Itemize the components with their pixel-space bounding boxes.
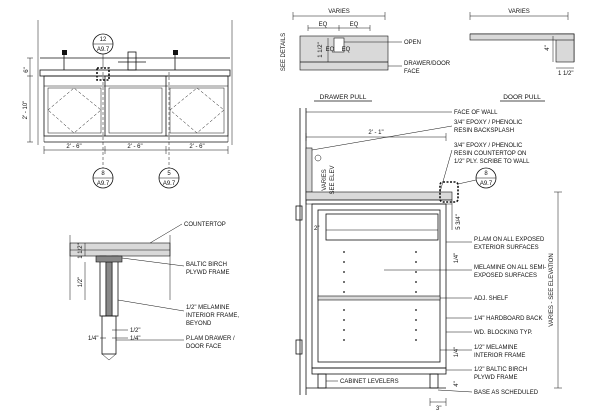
blocking-label: WD. BLOCKING TYP. [474,330,533,336]
plam-label-1: P.LAM ON ALL EXPOSED [474,237,545,243]
baltic-label-1: BALTIC BIRCH [186,262,227,268]
section-callout-sheet: A9.7 [480,181,493,187]
callout-br-number: 5 [167,171,171,177]
callout-br-sheet: A9.7 [163,181,176,187]
drawer-pull-dim-v: 1 1/2" [318,42,324,57]
section-callout-number: 8 [484,171,488,177]
door-pull-title: DOOR PULL [503,94,541,101]
base-label: BASE AS SCHEDULED [474,390,539,396]
door-pull-varies: VARIES [508,9,530,15]
mel-semi-label-1: MELAMINE ON ALL SEMI- [474,265,546,271]
hardboard-label: 1/4" HARDBOARD BACK [474,316,542,322]
face-label-2: FACE [404,69,420,75]
drawer-pull-title: DRAWER PULL [320,94,367,101]
eq-label-2: EQ [350,22,359,28]
eq-label-4: EQ [342,47,351,53]
mel-frame-label-2: INTERIOR FRAME [474,353,525,359]
backsplash-label-1: 3/4" EPOXY / PHENOLIC [454,120,523,126]
section-dim-534: 5 3/4" [456,214,462,229]
callout-top-number: 12 [100,37,107,43]
door-pull-dim-112: 1 1/2" [558,71,573,77]
eq-label-3: EQ [326,47,335,53]
section-dim-14b: 1/4" [454,347,460,357]
drawer-pull-detail: VARIES EQ EQ EQ EQ 1 1/2" SEE DETAILS OP… [281,9,451,102]
see-details-label: SEE DETAILS [281,33,287,71]
detail-dim-14a: 1/4" [88,336,98,342]
detail-dim-12a: 1/2" [78,277,84,287]
mel-label-2: INTERIOR FRAME, [186,313,239,319]
mel-semi-label-2: EXPOSED SURFACES [474,273,537,279]
detail-dim-112: 1 1/2" [78,243,84,258]
plam-label-1: P.LAM DRAWER / [186,336,235,342]
door-pull-dim-4: 4" [545,45,551,50]
mel-frame-label-1: 1/2" MELAMINE [474,345,517,351]
counter-label-1: 3/4" EPOXY / PHENOLIC [454,143,523,149]
section-width-dim: 2' - 1" [368,130,383,136]
levelers-label: CABINET LEVELERS [340,379,399,385]
plam-label-2: DOOR FACE [186,344,221,350]
detail-dim-12b: 1/2" [130,328,140,334]
open-label: OPEN [404,40,421,46]
countertop-edge-detail: 1 1/2" 1/2" COUNTERTOP BALTIC BIRCH PLYW… [69,222,239,361]
baltic-section-label-1: 1/2" BALTIC BIRCH [474,367,527,373]
counter-label-3: 1/2" PLY. SCRIBE TO WALL [454,159,530,165]
callout-bl-number: 8 [101,171,105,177]
drawer-pull-varies: VARIES [328,9,350,15]
backsplash-label-2: RESIN BACKSPLASH [454,128,514,134]
face-label-1: DRAWER/DOOR [404,61,451,67]
varies-label-2: SEE ELEV [330,165,336,194]
shelf-pins [343,251,417,341]
baltic-label-2: PLYWD FRAME [186,270,230,276]
detail-dim-14b: 1/4" [130,336,140,342]
mel-label-1: 1/2" MELAMINE [186,305,229,311]
cabinet-section: FACE OF WALL 2' - 1" 3/4" EPOXY / PHENOL… [295,108,562,412]
dim-top-6: 6" [24,67,30,72]
mel-label-3: BEYOND [186,321,212,327]
section-dim-14a: 1/4" [454,253,460,263]
plam-label-2: EXTERIOR SURFACES [474,245,539,251]
adj-shelf-label: ADJ. SHELF [474,296,508,302]
section-dim-2: 2" [314,226,319,232]
section-dim-4: 4" [454,381,460,386]
varies-elevation-label: VARIES - SEE ELEVATION [549,253,555,326]
dim-height: 2' - 10" [23,101,29,120]
baltic-section-label-2: PLYWD FRAME [474,375,518,381]
counter-label-2: RESIN COUNTERTOP ON [454,151,526,157]
face-of-wall-label: FACE OF WALL [454,110,498,116]
callout-bl-sheet: A9.7 [97,181,110,187]
width-dim-3: 2' - 6" [189,144,204,150]
countertop-label: COUNTERTOP [184,222,226,228]
varies-label-1: VARIES [322,169,328,191]
width-dim-2: 2' - 6" [127,144,142,150]
door-pull-detail: VARIES 4" 1 1/2" DOOR PULL [469,9,575,102]
eq-label-1: EQ [319,22,328,28]
section-dim-3: 3" [436,406,441,412]
callout-top-sheet: A9.7 [97,47,110,53]
width-dim-1: 2' - 6" [66,144,81,150]
cabinet-elevation: 12 A9.7 6" 2' - 10" 2' - 6" 2' - 6" 2' -… [23,20,233,189]
